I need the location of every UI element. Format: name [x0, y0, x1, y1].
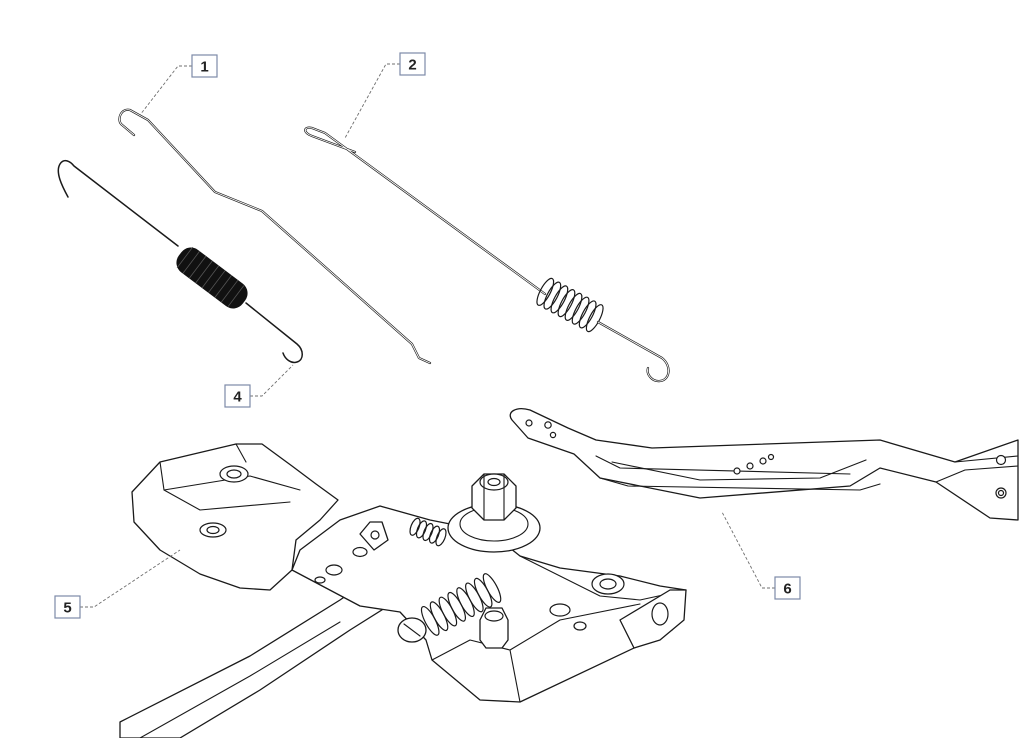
leader-6	[721, 511, 775, 589]
part-4-spring	[57, 159, 303, 364]
leader-lines	[80, 63, 775, 608]
leader-4	[250, 364, 294, 397]
leader-2	[344, 63, 400, 139]
svg-text:6: 6	[783, 581, 791, 598]
svg-text:1: 1	[200, 59, 208, 76]
part-6-arm	[509, 408, 1019, 521]
svg-text:2: 2	[408, 57, 416, 74]
svg-text:5: 5	[63, 600, 71, 617]
leader-1	[139, 65, 192, 116]
part-1-rod	[118, 108, 432, 365]
part-5-control-plate-assembly	[119, 443, 687, 738]
callout-6: 6	[774, 576, 801, 600]
callout-5: 5	[54, 595, 81, 619]
callout-1: 1	[191, 54, 218, 78]
callout-2: 2	[399, 52, 426, 76]
callout-4: 4	[224, 384, 251, 408]
svg-text:4: 4	[233, 389, 242, 406]
part-2-spring-rod	[304, 126, 670, 383]
leader-5	[80, 549, 181, 608]
